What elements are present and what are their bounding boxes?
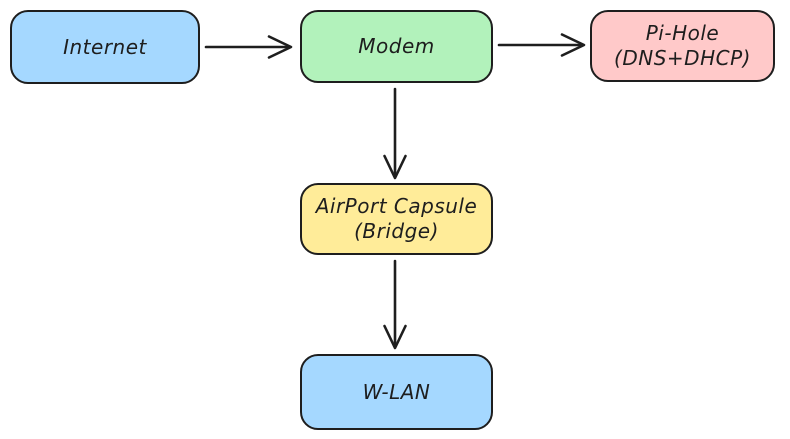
node-wlan-label: W-LAN bbox=[362, 379, 431, 404]
node-modem-label: Modem bbox=[358, 34, 435, 58]
node-internet: Internet bbox=[10, 10, 200, 84]
arrow-modem-to-pihole bbox=[497, 33, 586, 57]
arrow-modem-to-airport bbox=[383, 87, 407, 180]
node-internet-label: Internet bbox=[63, 34, 147, 59]
node-airport-label-line2: (Bridge) bbox=[354, 219, 439, 243]
node-modem: Modem bbox=[300, 10, 493, 83]
node-wlan: W-LAN bbox=[300, 354, 493, 430]
node-pihole-label-line1: Pi-Hole bbox=[645, 21, 720, 45]
node-airport-label-line1: AirPort Capsule bbox=[315, 194, 478, 218]
arrow-airport-to-wlan bbox=[383, 259, 407, 350]
node-pihole-label-line2: (DNS+DHCP) bbox=[614, 46, 751, 70]
arrow-internet-to-modem bbox=[204, 35, 293, 59]
node-airport-capsule: AirPort Capsule (Bridge) bbox=[300, 183, 493, 255]
node-pihole: Pi-Hole (DNS+DHCP) bbox=[590, 10, 775, 82]
